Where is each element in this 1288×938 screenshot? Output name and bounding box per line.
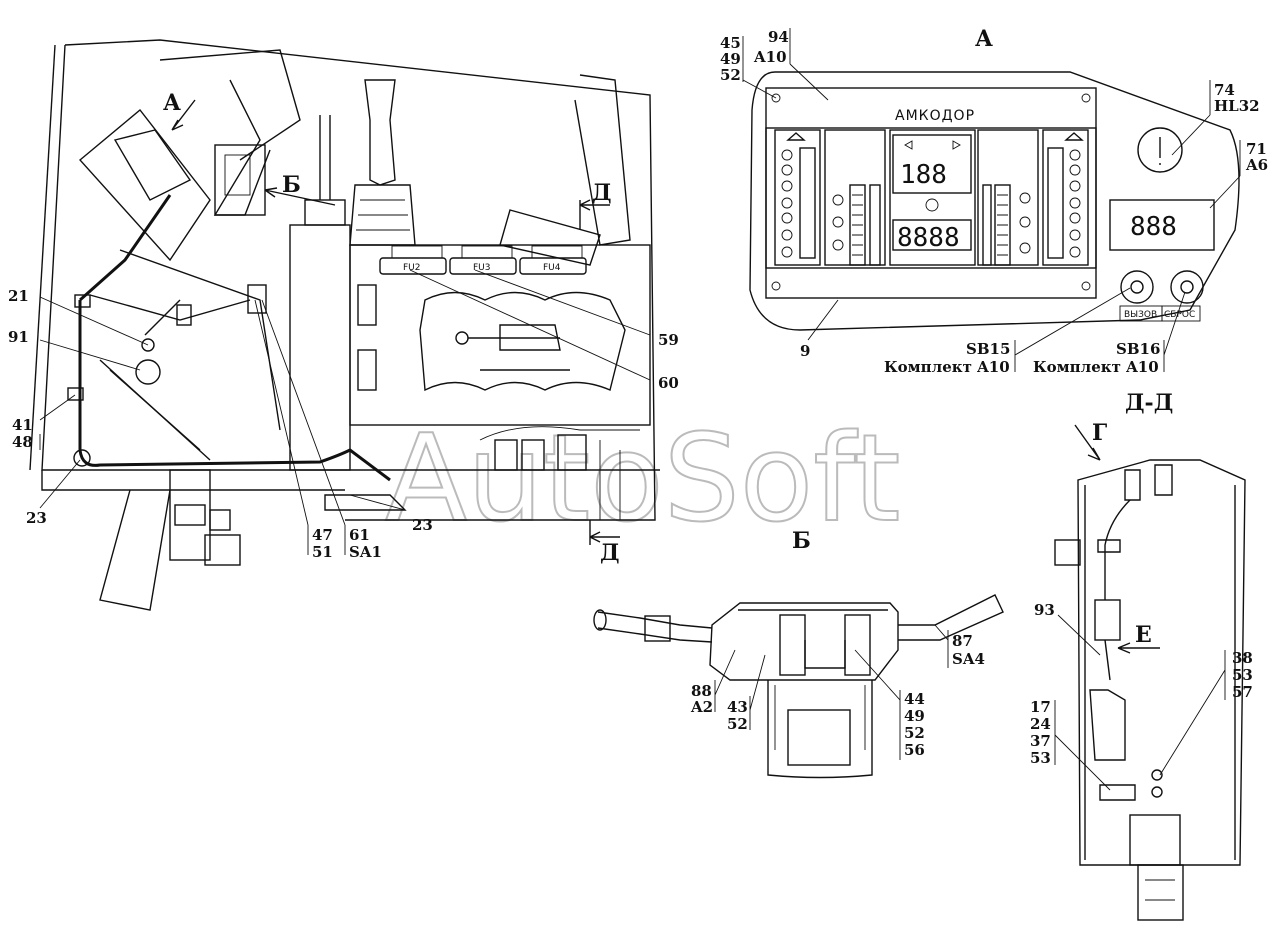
instrument-panel-view: А АМКОДОР 188 8888 <box>749 26 1240 331</box>
fuse-fu4-label: FU4 <box>543 263 561 273</box>
callout-93: 93 <box>1034 601 1055 619</box>
callout-44: 44 <box>904 690 925 708</box>
callout-37: 37 <box>1030 732 1051 750</box>
view-dd-title: Д-Д <box>1125 390 1173 416</box>
small-display: 888 <box>1130 212 1177 242</box>
view-b-title: Б <box>792 528 811 554</box>
hour-counter: 8888 <box>897 223 960 253</box>
callout-a10: A10 <box>753 48 787 66</box>
arrow-b-label: Б <box>282 172 301 198</box>
callout-52a: 52 <box>720 66 741 84</box>
speed-display: 188 <box>900 160 947 190</box>
callout-49: 49 <box>720 50 741 68</box>
callout-87: 87 <box>952 632 973 650</box>
callout-88: 88 <box>691 682 712 700</box>
view-a-title: А <box>975 26 993 52</box>
callout-24: 24 <box>1030 715 1051 733</box>
fuse-block: FU2 FU3 FU4 <box>379 245 587 275</box>
callout-57: 57 <box>1232 683 1253 701</box>
callout-51: 51 <box>312 543 333 561</box>
section-dd-view: Д-Д <box>1054 390 1246 921</box>
column-switch-view: Б <box>593 528 1004 779</box>
callout-60: 60 <box>658 374 679 392</box>
callout-52b: 52 <box>727 715 748 733</box>
fuse-fu2-label: FU2 <box>403 263 421 273</box>
callout-49b: 49 <box>904 707 925 725</box>
fuse-fu3-label: FU3 <box>473 263 491 273</box>
callout-53a: 53 <box>1232 666 1253 684</box>
callout-23a: 23 <box>26 509 47 527</box>
callout-48: 48 <box>12 433 33 451</box>
callout-91: 91 <box>8 328 29 346</box>
callout-9: 9 <box>800 342 810 360</box>
callout-43: 43 <box>727 698 748 716</box>
callout-sa1: SA1 <box>349 543 382 561</box>
watermark: AutoSoft <box>385 410 900 549</box>
callout-hl32: HL32 <box>1214 97 1260 115</box>
callout-74: 74 <box>1214 81 1235 99</box>
callout-47: 47 <box>312 526 333 544</box>
arrow-d-bottom-label: Д <box>600 540 620 566</box>
callout-56: 56 <box>904 741 925 759</box>
button-reset-label: СБРОС <box>1164 310 1195 320</box>
callout-kit2: Комплект A10 <box>1033 358 1159 376</box>
panel-brand: АМКОДОР <box>895 108 975 124</box>
callout-sb15: SB15 <box>966 340 1010 358</box>
callout-kit1: Комплект A10 <box>884 358 1010 376</box>
callout-52c: 52 <box>904 724 925 742</box>
callout-71: 71 <box>1246 140 1267 158</box>
callout-41: 41 <box>12 416 33 434</box>
callout-53b: 53 <box>1030 749 1051 767</box>
callout-23b: 23 <box>412 516 433 534</box>
arrow-e-label: Е <box>1135 622 1152 648</box>
arrow-g-label: Г <box>1092 420 1107 446</box>
arrow-d-top-label: Д <box>592 180 612 206</box>
cabin-side-view: FU2 FU3 FU4 <box>29 39 660 611</box>
callout-sb16: SB16 <box>1116 340 1160 358</box>
callout-94: 94 <box>768 28 789 46</box>
callout-45: 45 <box>720 34 741 52</box>
callout-38: 38 <box>1232 649 1253 667</box>
button-call-label: ВЫЗОВ <box>1124 310 1157 320</box>
callout-21: 21 <box>8 287 29 305</box>
callout-17: 17 <box>1030 698 1051 716</box>
callout-a6: A6 <box>1245 156 1268 174</box>
callout-59: 59 <box>658 331 679 349</box>
arrow-a-label: А <box>163 90 181 116</box>
callout-61: 61 <box>349 526 370 544</box>
callout-a2: A2 <box>690 698 713 716</box>
callout-sa4: SA4 <box>952 650 985 668</box>
